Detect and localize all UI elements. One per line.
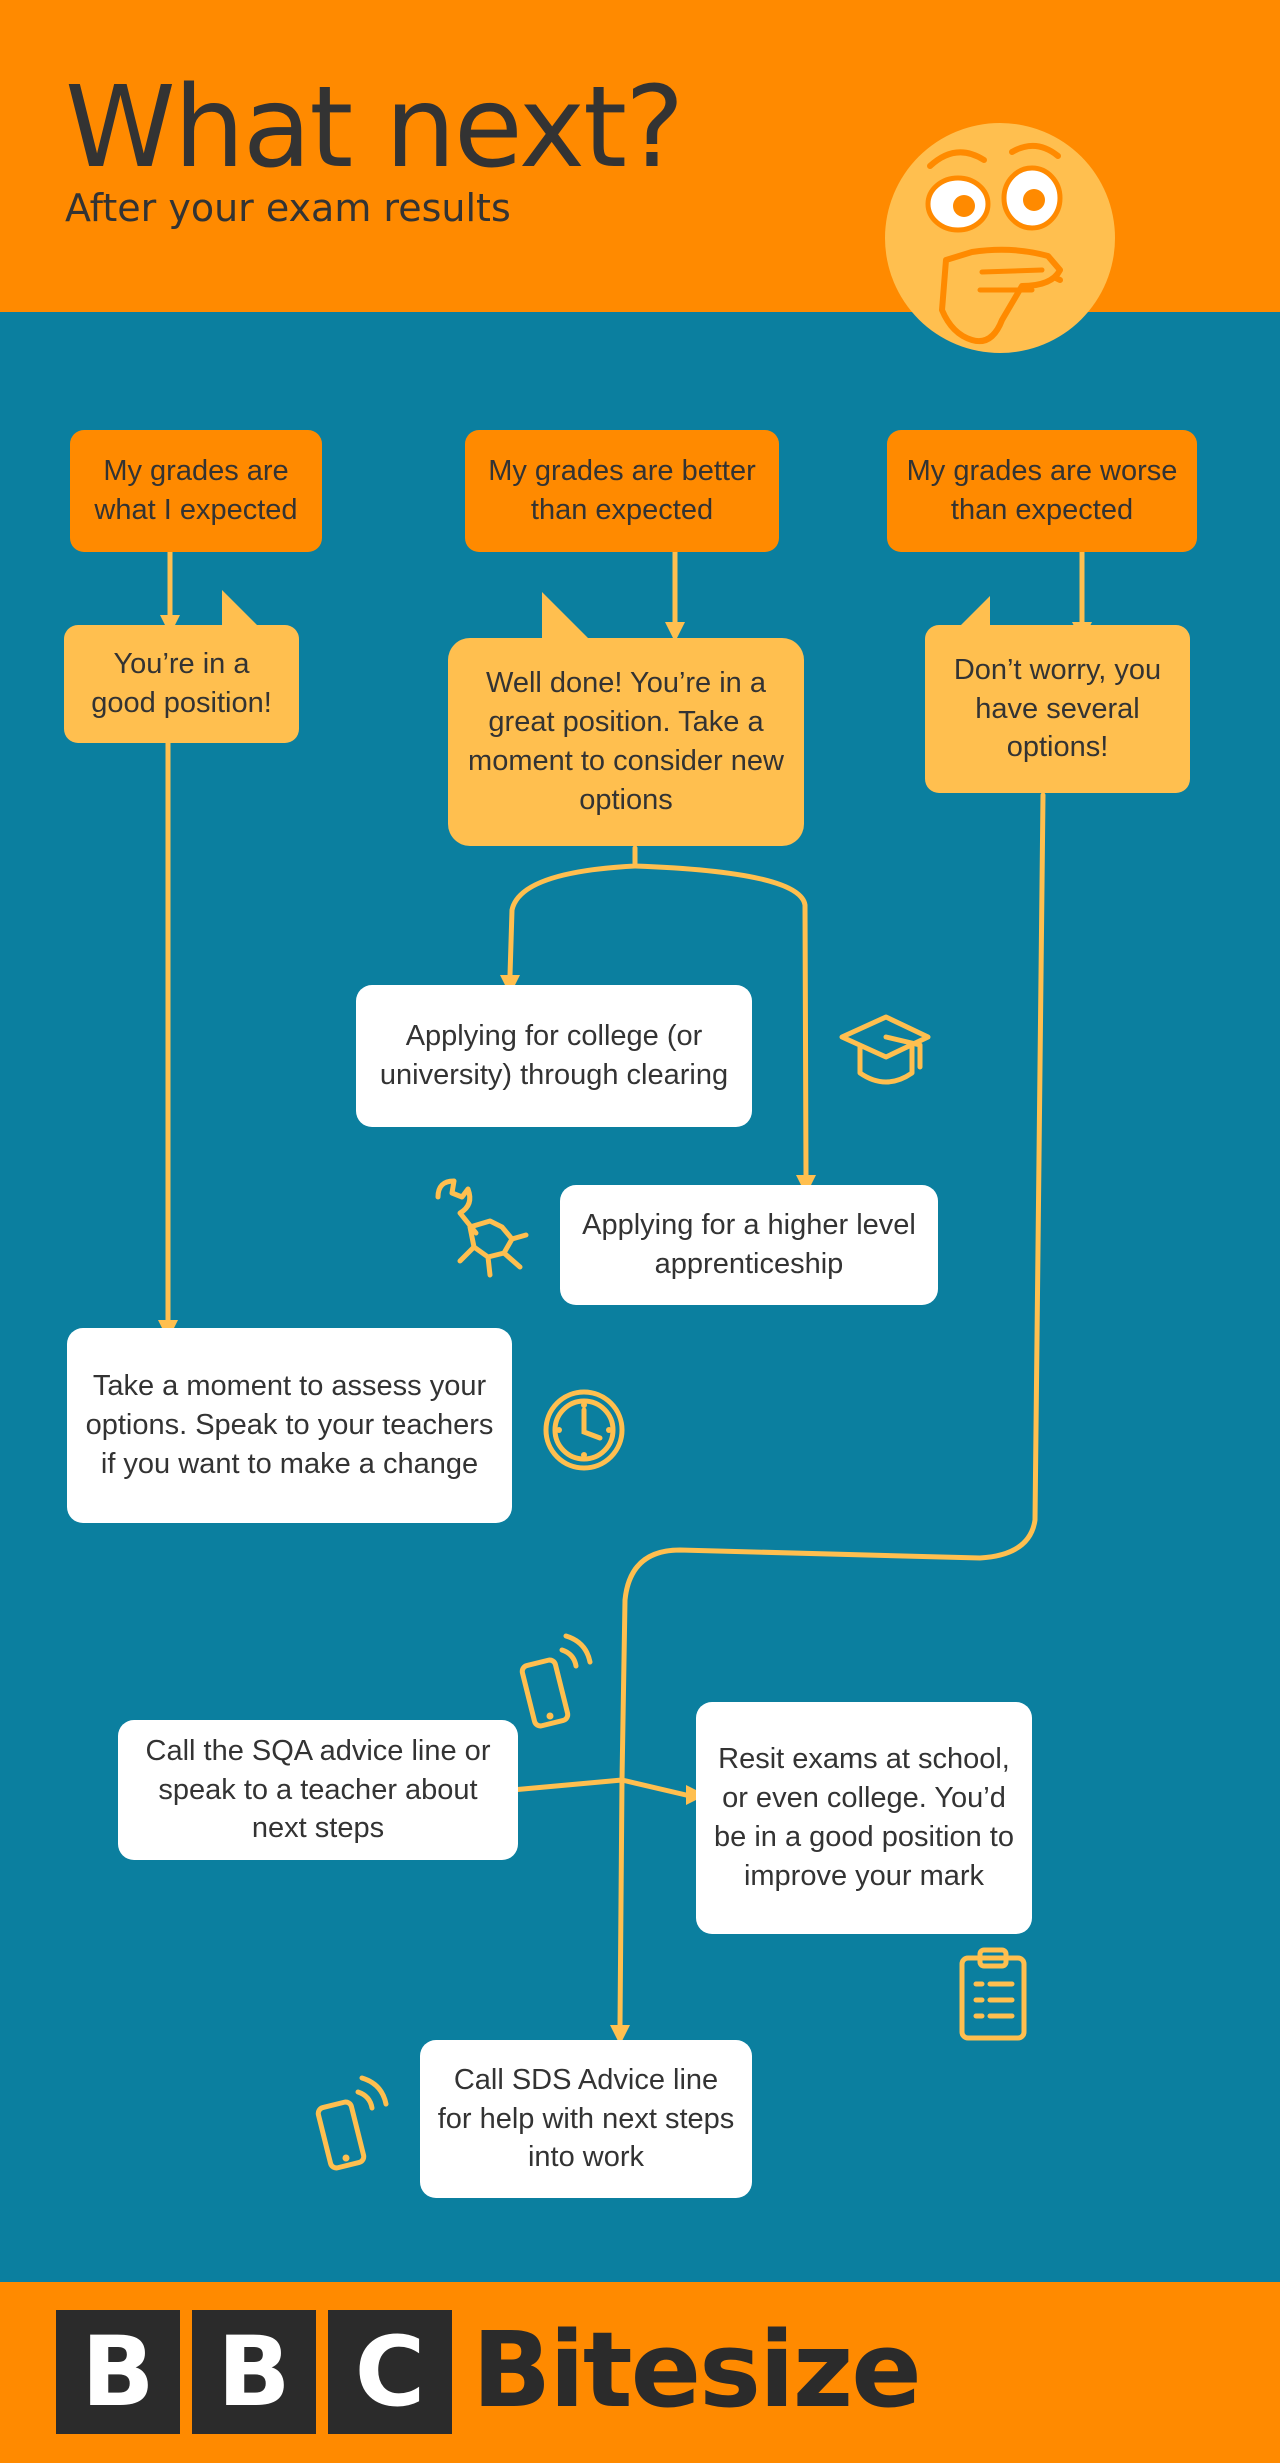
wrench-hand-icon [435, 1178, 529, 1278]
flow-connectors [158, 549, 1092, 2045]
bitesize-brand: Bitesize [472, 2309, 922, 2431]
response-great-position: Well done! You’re in a great position. T… [448, 638, 804, 846]
option-apprenticeship: Applying for a higher level apprenticesh… [560, 1185, 938, 1305]
thinking-face-icon [885, 123, 1115, 353]
response-good-position: You’re in a good position! [64, 625, 299, 743]
bbc-logo-letter-b1: B [56, 2310, 180, 2434]
bbc-logo-letter-c: C [328, 2310, 452, 2434]
option-assess: Take a moment to assess your options. Sp… [67, 1328, 512, 1523]
clock-icon [543, 1389, 625, 1471]
question-grades-worse: My grades are worse than expected [887, 430, 1197, 552]
page-title: What next? [65, 63, 684, 193]
connector-worse-main [619, 792, 1046, 1783]
phone-icon [519, 1633, 593, 1729]
bbc-logo-letter-b2: B [192, 2310, 316, 2434]
option-clearing: Applying for college (or university) thr… [356, 985, 752, 1127]
page-subtitle: After your exam results [65, 186, 511, 230]
option-sqa-advice: Call the SQA advice line or speak to a t… [118, 1720, 518, 1860]
graduation-cap-icon [839, 1014, 931, 1085]
connector-worse-split [509, 1777, 689, 2028]
option-resit: Resit exams at school, or even college. … [696, 1702, 1032, 1934]
phone-icon [315, 2075, 389, 2171]
question-grades-better: My grades are better than expected [465, 430, 779, 552]
connector-better-split [507, 845, 809, 1178]
option-sds-advice: Call SDS Advice line for help with next … [420, 2040, 752, 2198]
question-grades-expected: My grades are what I expected [70, 430, 322, 552]
response-dont-worry: Don’t worry, you have several options! [925, 625, 1190, 793]
clipboard-icon [959, 1947, 1027, 2041]
